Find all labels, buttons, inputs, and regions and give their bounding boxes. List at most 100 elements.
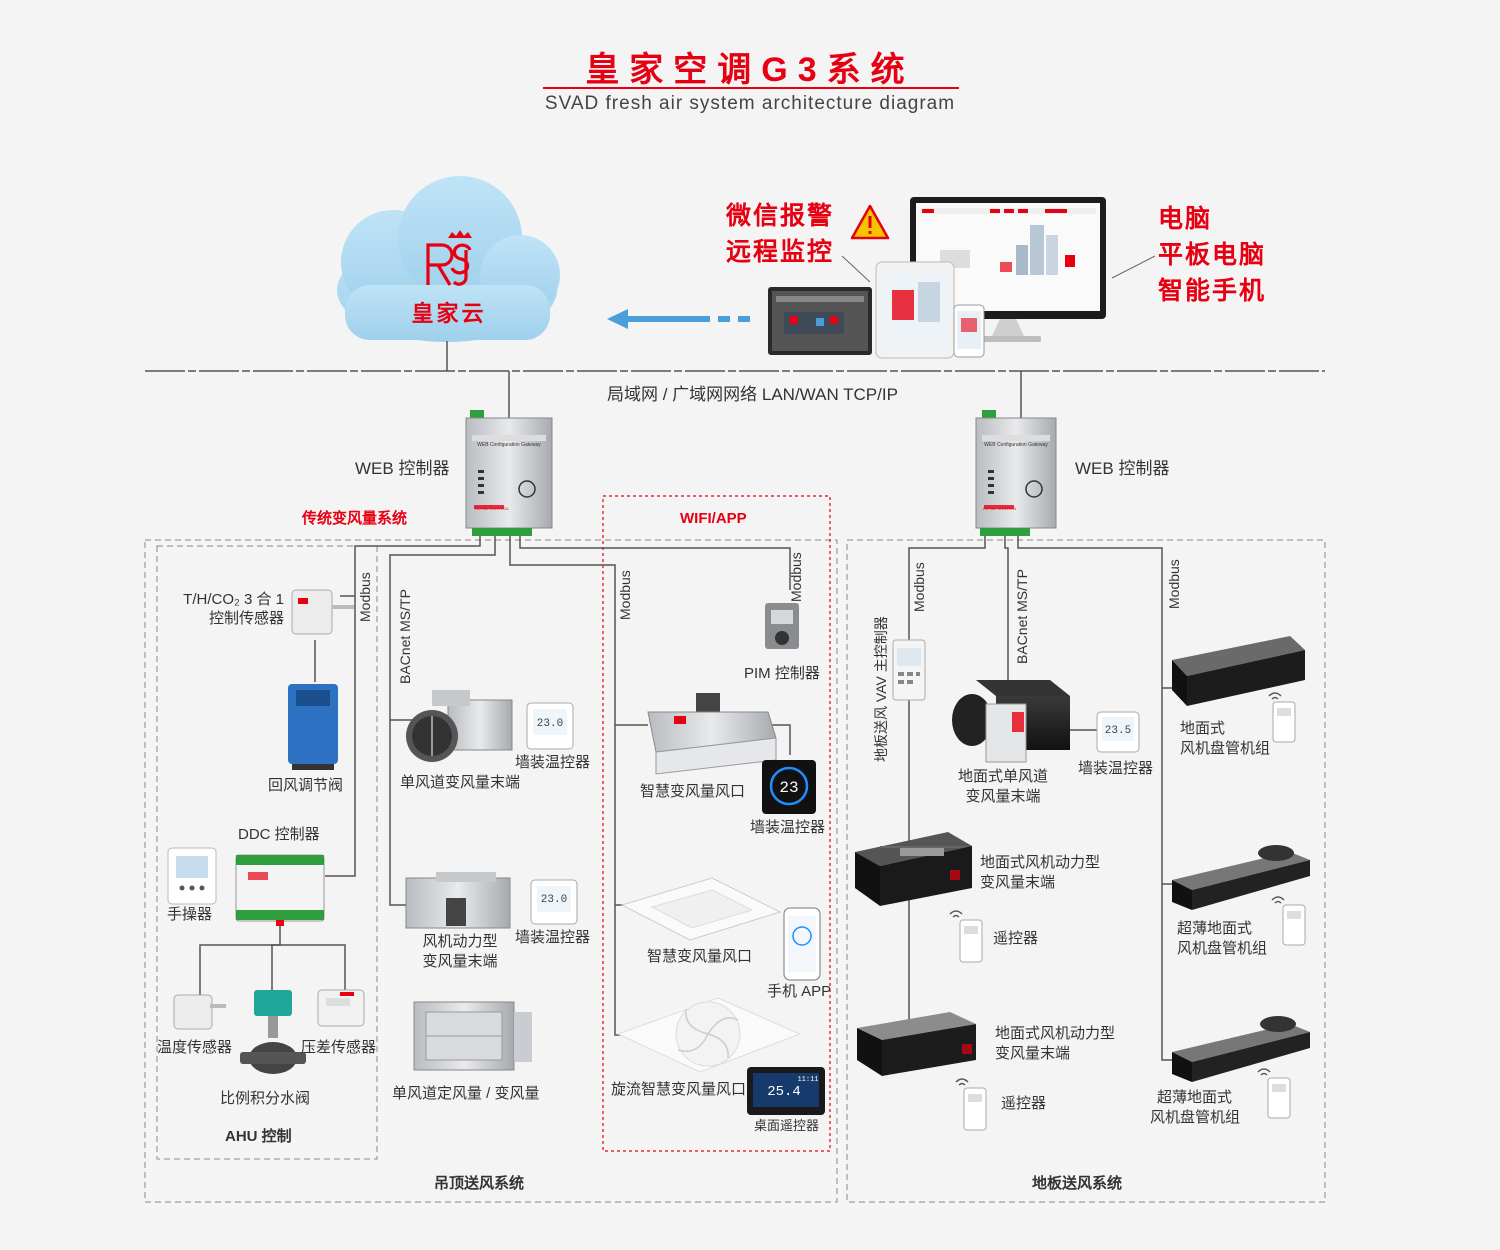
pressure-sensor-label: 压差传感器 bbox=[301, 1039, 377, 1056]
return-air-damper-label: 回风调节阀 bbox=[268, 777, 344, 794]
tablet-label: 平板电脑 bbox=[1158, 241, 1267, 269]
constant-volume-label: 单风道定风量 / 变风量 bbox=[392, 1085, 540, 1102]
floor-supply-system-label: 地板送风系统 bbox=[1032, 1175, 1123, 1192]
network-label: 局域网 / 广域网网络 LAN/WAN TCP/IP bbox=[607, 385, 898, 404]
ahu-control-label: AHU 控制 bbox=[225, 1128, 292, 1145]
bacnet-label: BACnet MS/TP bbox=[1014, 569, 1030, 664]
floor-single-duct-label-2: 变风量末端 bbox=[965, 788, 1041, 805]
phone-app-label: 手机 APP bbox=[767, 983, 832, 1000]
handheld-label: 手操器 bbox=[167, 906, 213, 923]
smartphone-icon bbox=[953, 304, 985, 358]
control-panel-screen-icon bbox=[768, 287, 872, 355]
pim-controller-icon bbox=[765, 603, 799, 649]
ddc-controller-icon bbox=[235, 854, 325, 926]
wifi-app-label: WIFI/APP bbox=[680, 510, 747, 527]
wall-thermostat-icon bbox=[526, 702, 574, 750]
gateway-brand: ROYAL CONTROL bbox=[983, 506, 1018, 511]
thin-fcu-label-2: 风机盘管机组 bbox=[1177, 940, 1268, 957]
gateway-text: WEB Configuration Gateway bbox=[477, 442, 541, 448]
thin-fcu-2-label-2: 风机盘管机组 bbox=[1150, 1109, 1241, 1126]
vav-master-controller-label: 地板送风 VAV 主控制器 bbox=[873, 616, 889, 762]
remote-control-icon bbox=[1271, 896, 1306, 946]
temp-sensor-label: 温度传感器 bbox=[157, 1039, 233, 1056]
fan-powered-vav-label-2: 变风量末端 bbox=[422, 953, 498, 970]
water-valve-label: 比例积分水阀 bbox=[220, 1090, 311, 1107]
remote-time: 11:11 bbox=[797, 1076, 818, 1084]
single-duct-vav-label: 单风道变风量末端 bbox=[400, 774, 521, 791]
floor-fan-powered-label: 地面式风机动力型 bbox=[980, 854, 1101, 871]
desk-remote-label: 桌面遥控器 bbox=[754, 1118, 820, 1133]
wall-thermostat-dark-icon bbox=[762, 760, 816, 814]
handheld-controller-icon bbox=[167, 847, 217, 905]
ahu-control-box bbox=[156, 545, 378, 1160]
remote-label: 遥控器 bbox=[993, 930, 1039, 947]
pim-controller-label: PIM 控制器 bbox=[744, 665, 820, 682]
thin-floor-fan-coil-icon bbox=[1172, 1016, 1310, 1082]
floor-fan-powered-label-2: 变风量末端 bbox=[980, 874, 1056, 891]
cloud-label: 皇家云 bbox=[411, 301, 487, 326]
gateway-text: WEB Configuration Gateway bbox=[984, 442, 1048, 448]
phone-app-icon bbox=[783, 907, 821, 981]
computer-label: 电脑 bbox=[1158, 205, 1213, 233]
differential-pressure-sensor-icon bbox=[317, 989, 365, 1027]
temperature-sensor-icon bbox=[173, 994, 226, 1030]
smart-diffuser-2-label: 智慧变风量风口 bbox=[647, 948, 753, 965]
ddc-controller-label: DDC 控制器 bbox=[238, 826, 320, 843]
square-smart-diffuser-icon bbox=[620, 877, 782, 941]
ceiling-system-box bbox=[144, 539, 838, 1203]
thermostat-display: 23.0 bbox=[541, 894, 567, 906]
floor-single-duct-label: 地面式单风道 bbox=[957, 768, 1048, 785]
remote-control-icon bbox=[1257, 1068, 1291, 1119]
vav-master-controller-icon bbox=[892, 639, 926, 701]
floor-fcu-label-2: 风机盘管机组 bbox=[1180, 740, 1271, 757]
thermostat-display: 23 bbox=[779, 779, 798, 797]
th-co2-sensor-icon bbox=[291, 589, 354, 635]
fan-powered-vav-terminal-icon bbox=[405, 872, 511, 929]
web-controller-right-icon bbox=[975, 410, 1057, 536]
remote-label: 遥控器 bbox=[1001, 1095, 1047, 1112]
floor-fan-coil-unit-icon bbox=[1172, 636, 1305, 706]
wechat-alert-label: 微信报警 bbox=[726, 202, 835, 230]
wifi-app-box bbox=[602, 495, 831, 1152]
modbus-label: Modbus bbox=[788, 552, 804, 602]
return-air-damper-icon bbox=[288, 684, 338, 770]
wall-thermostat-icon bbox=[1096, 711, 1140, 753]
thermostat-label: 墙装温控器 bbox=[515, 929, 591, 946]
proportional-water-valve-icon bbox=[240, 990, 306, 1074]
traditional-vav-system-label: 传统变风量系统 bbox=[302, 510, 408, 527]
constant-volume-terminal-icon bbox=[413, 1001, 532, 1071]
modbus-label: Modbus bbox=[357, 572, 373, 622]
floor-fcu-label: 地面式 bbox=[1180, 720, 1226, 737]
smart-diffuser-label: 智慧变风量风口 bbox=[640, 783, 746, 800]
wall-thermostat-label: 墙装温控器 bbox=[750, 819, 826, 836]
rsj-crown-logo-icon bbox=[426, 230, 472, 286]
smart-vav-diffuser-icon bbox=[647, 693, 777, 775]
modbus-label: Modbus bbox=[617, 570, 633, 620]
remote-monitor-label: 远程监控 bbox=[726, 238, 835, 266]
modbus-label: Modbus bbox=[911, 562, 927, 612]
wall-thermostat-icon bbox=[530, 879, 578, 925]
remote-control-icon bbox=[955, 1078, 987, 1131]
warning-triangle-icon bbox=[850, 204, 890, 240]
thin-fcu-label: 超薄地面式 bbox=[1177, 920, 1253, 937]
fan-powered-vav-label: 风机动力型 bbox=[422, 933, 498, 950]
gateway-brand: ROYAL CONTROL bbox=[475, 506, 510, 511]
diagram-title: 皇家空调G3系统 bbox=[585, 51, 915, 89]
swirl-diffuser-label: 旋流智慧变风量风口 bbox=[611, 1081, 747, 1098]
upload-arrow-icon bbox=[607, 309, 750, 329]
thin-fcu-2-label: 超薄地面式 bbox=[1157, 1089, 1233, 1106]
floor-fan-powered-vav-icon bbox=[857, 1012, 976, 1076]
remote-display: 25.4 bbox=[767, 1084, 801, 1100]
floor-fan-powered-2-label-2: 变风量末端 bbox=[995, 1045, 1071, 1062]
web-controller-right-label: WEB 控制器 bbox=[1075, 459, 1170, 478]
th-co2-sensor-label-2: 控制传感器 bbox=[208, 610, 284, 627]
floor-thermostat-label: 墙装温控器 bbox=[1078, 760, 1154, 777]
floor-fan-powered-vav-icon bbox=[855, 832, 972, 906]
thermostat-display: 23.0 bbox=[537, 718, 563, 730]
floor-single-duct-vav-icon bbox=[952, 680, 1070, 763]
bacnet-label: BACnet MS/TP bbox=[397, 589, 413, 684]
floor-fan-powered-2-label: 地面式风机动力型 bbox=[995, 1025, 1116, 1042]
web-controller-left-label: WEB 控制器 bbox=[355, 459, 450, 478]
thermostat-display: 23.5 bbox=[1105, 725, 1131, 737]
thin-floor-fan-coil-icon bbox=[1172, 845, 1310, 910]
